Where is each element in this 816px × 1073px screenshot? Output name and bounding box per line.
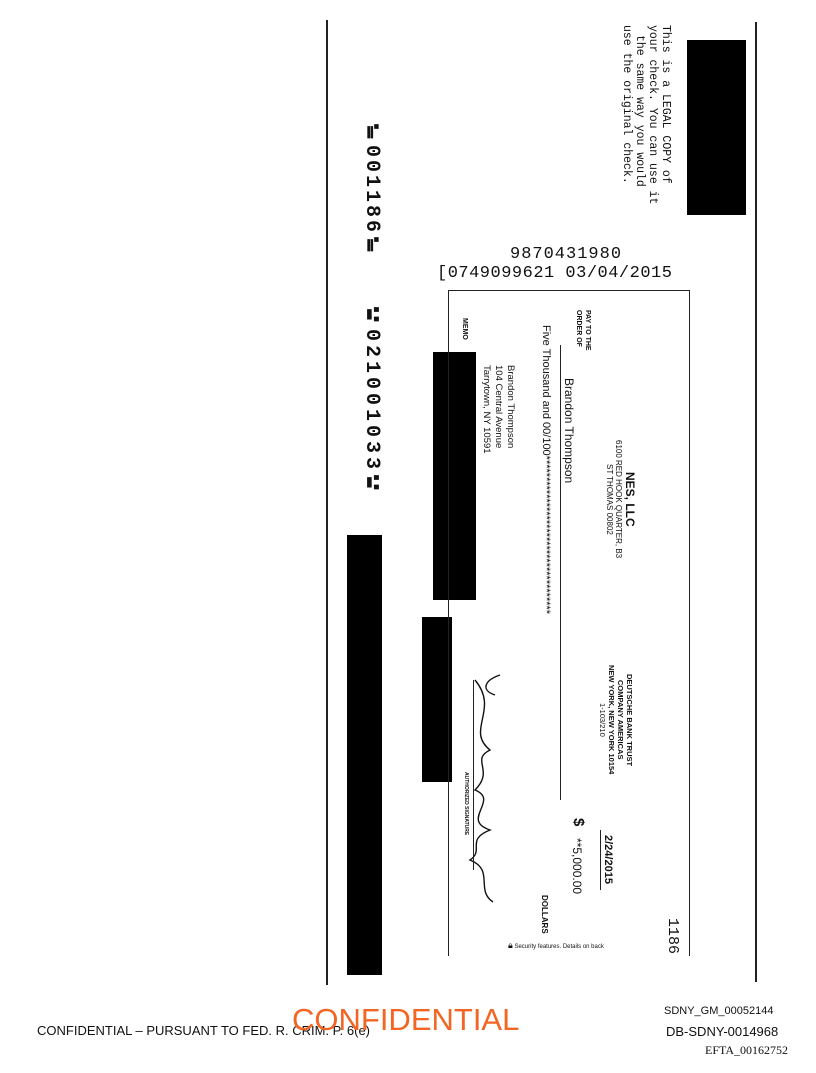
routing-date: [0749099621 03/04/2015 (437, 264, 673, 283)
padlock-icon: 🔒︎ (508, 940, 513, 950)
pay-to-label: PAY TO THE ORDER OF (574, 310, 592, 351)
legal-notice-line: This is a LEGAL COPY of (659, 25, 672, 184)
legal-notice-line: use the original check. (620, 25, 633, 184)
bank-name-1: DEUTSCHE BANK TRUST (625, 673, 634, 766)
payer-name: NES, LLC (623, 471, 637, 527)
bank-city: NEW YORK, NEW YORK 10154 (607, 665, 616, 775)
bank-fraction: 1-103/210 (598, 702, 607, 737)
payee-line (560, 345, 561, 800)
item-number: 9870431980 (510, 245, 623, 264)
payee-name: Brandon Thompson (562, 378, 576, 484)
security-note-text: Security features. Details on back (514, 944, 604, 950)
bank-info: DEUTSCHE BANK TRUST COMPANY AMERICAS NEW… (598, 665, 634, 774)
security-note: 🔒︎ Security features. Details on back (508, 940, 604, 951)
legal-notice: This is a LEGAL COPY of your check. You … (620, 25, 672, 204)
redaction-box (347, 535, 382, 975)
address-city: Tarrytown, NY 10591 (481, 365, 492, 454)
dollars-label: DOLLARS (540, 895, 549, 934)
payer-info: NES, LLC 6100 RED HOOK QUARTER, B3 ST TH… (605, 440, 637, 558)
micr-routing: ⑆021001033⑆ (360, 305, 383, 498)
legal-notice-line: your check. You can use it (646, 25, 659, 205)
confidential-notice: CONFIDENTIAL – PURSUANT TO FED. R. CRIM.… (37, 1023, 371, 1038)
signature-label: AUTHORIZED SIGNATURE (463, 772, 469, 836)
signature (468, 674, 501, 903)
bates-number-2: DB-SDNY-0014968 (666, 1024, 779, 1039)
pay-to-label-line: ORDER OF (575, 310, 582, 347)
bates-number-1: SDNY_GM_00052144 (664, 1005, 774, 1017)
confidential-stamp: CONFIDENTIAL (292, 1002, 520, 1037)
signature-line (473, 680, 474, 870)
payer-address-2: ST THOMAS 00802 (605, 463, 614, 535)
redaction-box (687, 40, 746, 215)
address-street: 104 Central Avenue (493, 365, 504, 449)
memo-label: MEMO (461, 318, 468, 340)
left-border-line (326, 20, 328, 985)
pay-to-label-line: PAY TO THE (584, 310, 591, 351)
amount-words: Five Thousand and 00/100****************… (540, 325, 552, 615)
bates-number-3: EFTA_00162752 (705, 1043, 789, 1057)
dollar-sign: $ (570, 818, 587, 827)
date-line (600, 830, 601, 890)
payer-address-1: 6100 RED HOOK QUARTER, B3 (614, 440, 623, 559)
amount-numeric: **5,000.00 (570, 838, 584, 895)
address-name: Brandon Thompson (505, 365, 516, 449)
payee-address: Brandon Thompson 104 Central Avenue Tarr… (480, 365, 516, 454)
check-number: 1186 (664, 918, 681, 955)
micr-check-number: ⑈001186⑈ (360, 122, 383, 259)
redaction-box (433, 352, 476, 600)
legal-notice-line: the same way you would (633, 35, 646, 187)
right-border-line (755, 22, 757, 982)
redaction-box (422, 617, 452, 782)
bank-name-2: COMPANY AMERICAS (616, 679, 625, 760)
check-image (448, 290, 690, 956)
check-date: 2/24/2015 (602, 835, 614, 884)
